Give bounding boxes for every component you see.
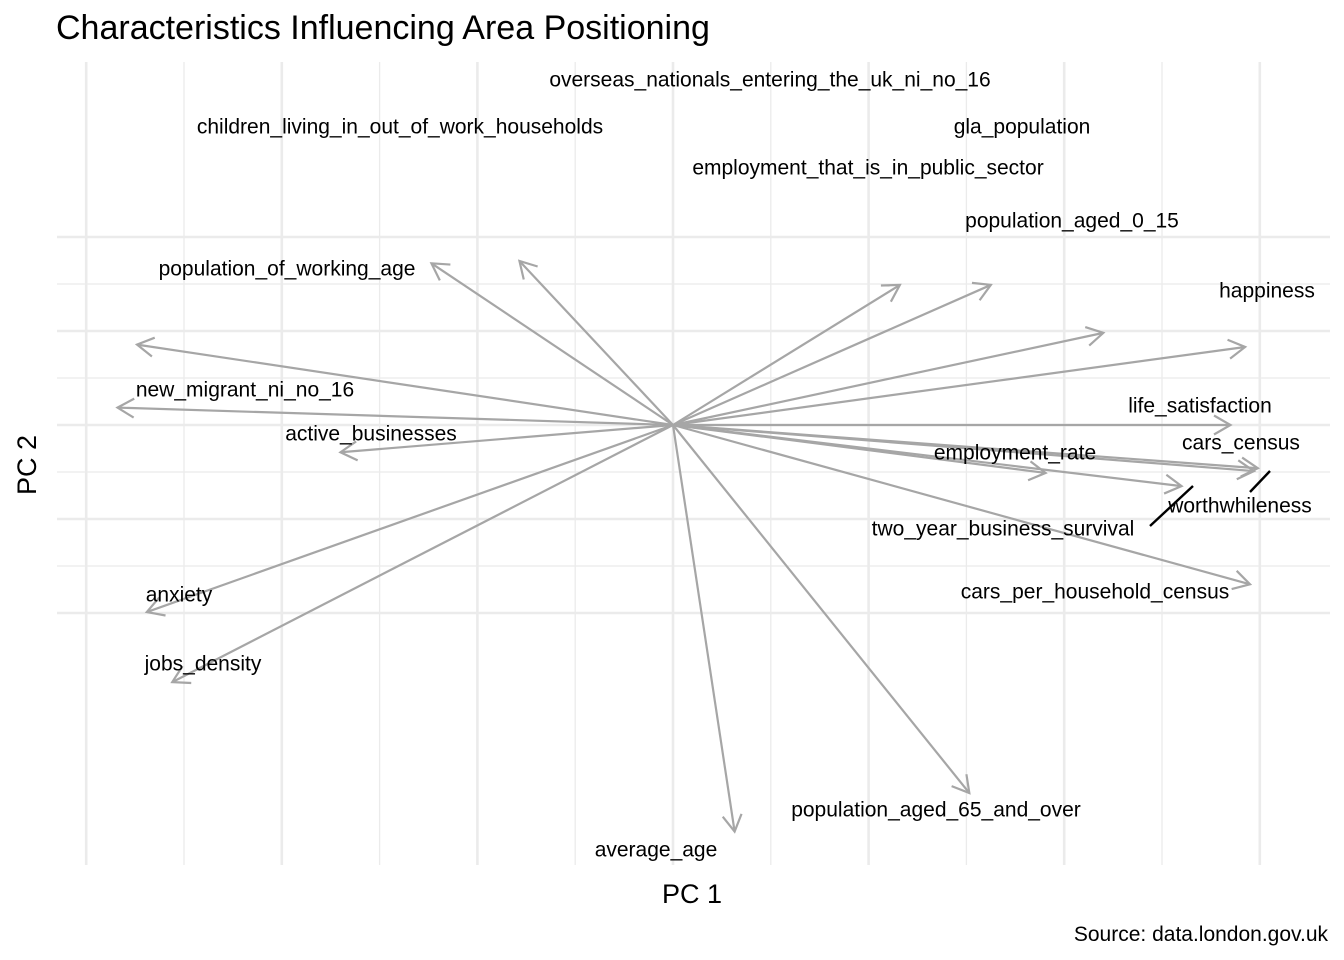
arrowhead-jobs_density: [170, 665, 192, 685]
arrowhead-employment_that_is_in_public_sector: [880, 283, 902, 303]
label-population_of_working_age: population_of_working_age: [159, 258, 416, 281]
grid: [57, 62, 1330, 865]
arrowhead-cars_per_household_census: [1231, 570, 1253, 591]
arrowhead-two_year_business_survival: [1163, 473, 1184, 495]
leader-worthwhileness: [1249, 470, 1271, 493]
label-employment_that_is_in_public_sector: employment_that_is_in_public_sector: [692, 157, 1043, 180]
arrowhead-new_migrant_ni_no_16: [115, 397, 135, 419]
arrow-anxiety: [146, 423, 674, 614]
arrow-gla_population: [672, 283, 992, 427]
arrow-active_businesses: [340, 423, 674, 454]
label-cars_census: cars_census: [1182, 432, 1300, 455]
arrowhead-overseas_nationals_entering_the_uk_ni_no_16: [517, 259, 538, 280]
arrow-employment_that_is_in_public_sector: [672, 284, 901, 426]
label-children_living_in_out_of_work_households: children_living_in_out_of_work_household…: [197, 116, 603, 139]
arrow-jobs_density: [171, 424, 674, 684]
arrow-population_aged_65_and_over: [672, 424, 971, 794]
arrowhead-worthwhileness: [1236, 459, 1257, 481]
chart-title: Characteristics Influencing Area Positio…: [56, 9, 710, 47]
arrow-worthwhileness: [672, 423, 1255, 473]
label-jobs_density: jobs_density: [144, 653, 262, 676]
label-worthwhileness: worthwhileness: [1167, 495, 1312, 518]
arrowhead-population_aged_65_and_over: [951, 774, 971, 795]
label-population_aged_65_and_over: population_aged_65_and_over: [791, 799, 1081, 822]
arrowhead-population_of_working_age: [134, 336, 156, 358]
arrowhead-happiness: [1227, 338, 1248, 360]
label-gla_population: gla_population: [954, 116, 1091, 139]
arrow-average_age: [671, 424, 736, 832]
label-overseas_nationals_entering_the_uk_ni_no_16: overseas_nationals_entering_the_uk_ni_no…: [549, 69, 990, 92]
label-new_migrant_ni_no_16: new_migrant_ni_no_16: [136, 379, 354, 402]
arrow-children_living_in_out_of_work_households: [430, 262, 674, 426]
arrow-cars_per_household_census: [672, 423, 1251, 586]
arrowhead-employment_rate: [1027, 460, 1048, 482]
arrowhead-population_aged_0_15: [1084, 325, 1106, 347]
leader-two_year_business_survival: [1149, 485, 1194, 527]
x-axis-title: PC 1: [662, 879, 722, 909]
label-cars_per_household_census: cars_per_household_census: [961, 581, 1230, 604]
label-two_year_business_survival: two_year_business_survival: [872, 518, 1135, 541]
arrow-happiness: [672, 345, 1246, 427]
arrowhead-average_age: [721, 813, 743, 834]
label-life_satisfaction: life_satisfaction: [1128, 395, 1272, 418]
label-employment_rate: employment_rate: [934, 442, 1096, 465]
arrowhead-life_satisfaction: [1213, 414, 1233, 436]
arrowhead-anxiety: [144, 596, 166, 617]
arrowhead-active_businesses: [338, 440, 359, 462]
vector-arrows: [115, 259, 1261, 834]
arrow-overseas_nationals_entering_the_uk_ni_no_16: [518, 260, 674, 426]
label-active_businesses: active_businesses: [285, 423, 457, 446]
vector-labels: overseas_nationals_entering_the_uk_ni_no…: [136, 69, 1315, 862]
arrow-two_year_business_survival: [672, 423, 1182, 488]
label-anxiety: anxiety: [146, 584, 213, 607]
arrow-new_migrant_ni_no_16: [117, 406, 674, 427]
y-axis-title: PC 2: [12, 435, 42, 495]
label-population_aged_0_15: population_aged_0_15: [965, 210, 1179, 233]
arrowhead-gla_population: [971, 281, 993, 301]
label-average_age: average_age: [595, 839, 718, 862]
arrow-population_aged_0_15: [672, 331, 1104, 427]
arrowhead-children_living_in_out_of_work_households: [429, 262, 451, 281]
label-happiness: happiness: [1219, 280, 1315, 303]
arrow-population_of_working_age: [136, 343, 674, 427]
source-caption: Source: data.london.gov.uk: [1074, 923, 1329, 946]
